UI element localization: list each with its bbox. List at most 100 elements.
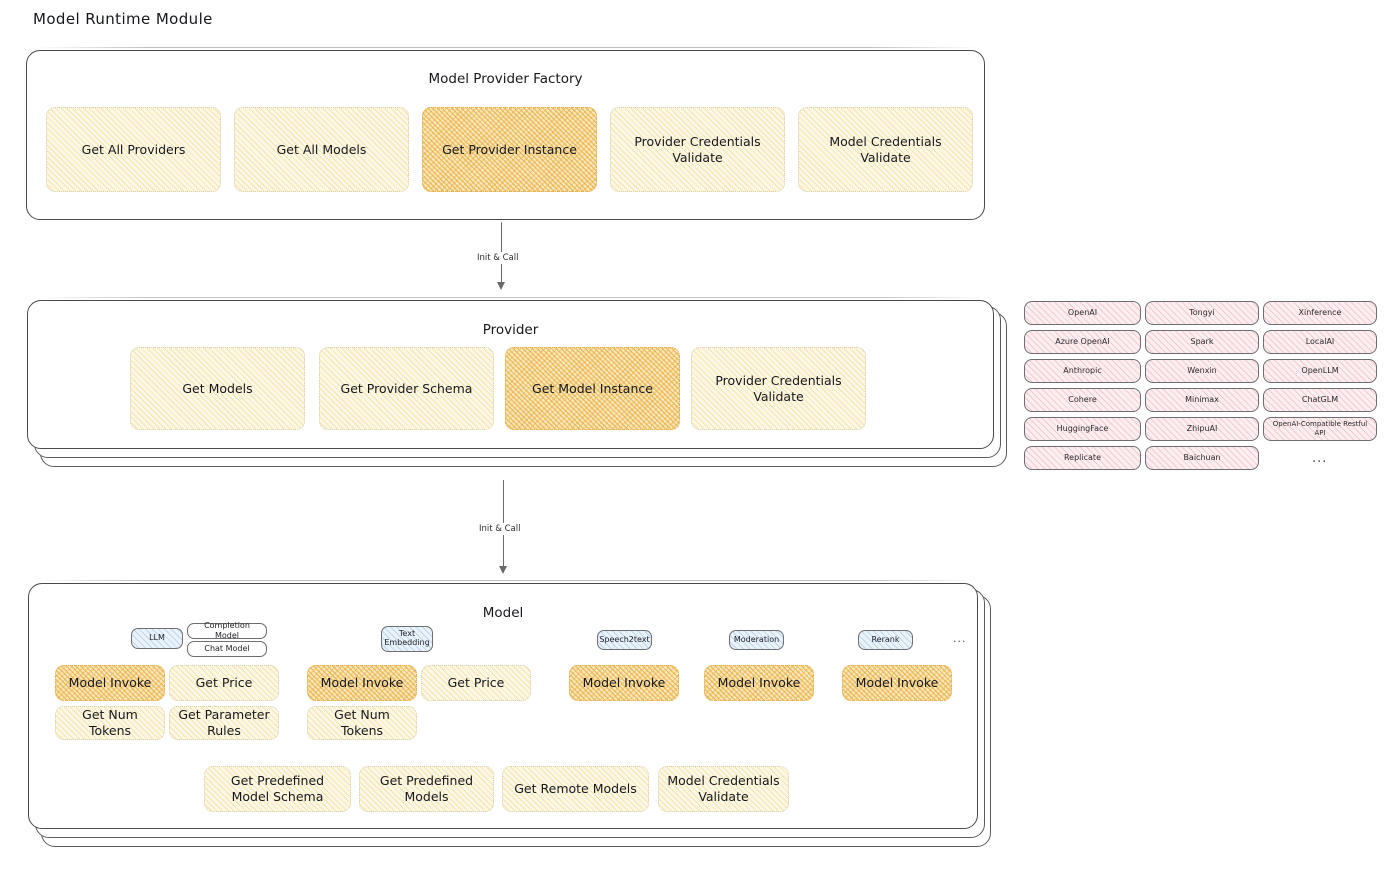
provider-chip-label: Baichuan (1183, 452, 1221, 462)
provider-chip-azure-openai[interactable]: Azure OpenAI (1024, 330, 1141, 354)
provider-method-label: Get Model Instance (532, 380, 653, 396)
text-embedding-method-model-invoke[interactable]: Model Invoke (307, 665, 417, 701)
provider-chip-label: ChatGLM (1301, 394, 1339, 404)
provider-method-provider-credentials-validate[interactable]: Provider Credentials Validate (691, 347, 866, 430)
model-title: Model (482, 605, 524, 621)
provider-chip-wenxin[interactable]: Wenxin (1145, 359, 1259, 383)
provider-chip-anthropic[interactable]: Anthropic (1024, 359, 1141, 383)
text-embedding-method-get-num-tokens[interactable]: Get Num Tokens (307, 706, 417, 740)
provider-method-get-provider-schema[interactable]: Get Provider Schema (319, 347, 494, 430)
llm-method-model-invoke[interactable]: Model Invoke (55, 665, 165, 701)
provider-chip-cohere[interactable]: Cohere (1024, 388, 1141, 412)
factory-method-label: Model Credentials Validate (829, 133, 942, 165)
factory-method-label: Get All Providers (81, 141, 186, 157)
llm-method-label: Get Price (195, 675, 253, 690)
provider-chip-label: OpenLLM (1301, 365, 1339, 375)
factory-method-label: Get Provider Instance (442, 141, 577, 157)
arrow-factory-to-provider-head (497, 282, 505, 290)
factory-method-model-credentials-validate[interactable]: Model Credentials Validate (798, 107, 973, 192)
llm-method-get-num-tokens[interactable]: Get Num Tokens (55, 706, 165, 740)
provider-chip-chatglm[interactable]: ChatGLM (1263, 388, 1377, 412)
provider-method-label: Get Provider Schema (340, 380, 473, 396)
model-subtype-chip-completion-model[interactable]: Completion Model (187, 620, 267, 640)
provider-chip-openllm[interactable]: OpenLLM (1263, 359, 1377, 383)
model-shared-method-get-predefined-model-schema[interactable]: Get Predefined Model Schema (204, 766, 351, 812)
provider-method-label: Provider Credentials Validate (715, 372, 842, 404)
llm-method-get-price[interactable]: Get Price (169, 665, 279, 701)
factory-method-provider-credentials-validate[interactable]: Provider Credentials Validate (610, 107, 785, 192)
provider-chip-baichuan[interactable]: Baichuan (1145, 446, 1259, 470)
provider-chip-label: Xinference (1298, 307, 1342, 317)
provider-chip-localai[interactable]: LocalAI (1263, 330, 1377, 354)
model-types-more-ellipsis: ... (953, 632, 967, 645)
provider-chip-openai[interactable]: OpenAI (1024, 301, 1141, 325)
factory-method-get-provider-instance[interactable]: Get Provider Instance (422, 107, 597, 192)
provider-chip-label: HuggingFace (1056, 423, 1109, 433)
provider-chip-tongyi[interactable]: Tongyi (1145, 301, 1259, 325)
model-shared-method-model-credentials-validate[interactable]: Model Credentials Validate (658, 766, 789, 812)
moderation-method-model-invoke[interactable]: Model Invoke (704, 665, 814, 701)
factory-title: Model Provider Factory (428, 71, 583, 87)
model-shared-method-label: Get Predefined Model Schema (230, 773, 325, 804)
model-subtype-chip-chat-model[interactable]: Chat Model (187, 641, 267, 657)
speech2text-method-label: Model Invoke (582, 675, 666, 690)
factory-method-get-all-providers[interactable]: Get All Providers (46, 107, 221, 192)
text-embedding-method-label: Model Invoke (320, 675, 404, 690)
provider-chip-zhipuai[interactable]: ZhipuAI (1145, 417, 1259, 441)
model-type-chip-llm[interactable]: LLM (131, 628, 183, 649)
provider-list-more-ellipsis: ... (1312, 451, 1328, 466)
provider-chip-spark[interactable]: Spark (1145, 330, 1259, 354)
model-shared-method-get-predefined-models[interactable]: Get Predefined Models (359, 766, 494, 812)
llm-method-label: Get Num Tokens (82, 707, 138, 738)
model-shared-method-label: Model Credentials Validate (667, 773, 780, 804)
provider-chip-label: Anthropic (1063, 365, 1102, 375)
provider-chip-label: Spark (1190, 336, 1214, 346)
factory-method-label: Get All Models (276, 141, 367, 157)
rerank-method-model-invoke[interactable]: Model Invoke (842, 665, 952, 701)
model-subtype-label: Chat Model (204, 643, 250, 653)
provider-chip-label: Minimax (1185, 394, 1219, 404)
provider-method-label: Get Models (182, 380, 253, 396)
text-embedding-method-label: Get Num Tokens (334, 707, 390, 738)
text-embedding-method-get-price[interactable]: Get Price (421, 665, 531, 701)
model-type-label: Text Embedding (384, 629, 430, 647)
model-type-chip-moderation[interactable]: Moderation (729, 630, 784, 650)
provider-chip-huggingface[interactable]: HuggingFace (1024, 417, 1141, 441)
provider-chip-label: OpenAI (1067, 307, 1098, 317)
model-type-chip-rerank[interactable]: Rerank (858, 630, 913, 650)
llm-method-label: Get Parameter Rules (178, 707, 270, 738)
provider-method-get-models[interactable]: Get Models (130, 347, 305, 430)
arrow-factory-to-provider-label: Init & Call (473, 252, 523, 264)
page-title: Model Runtime Module (33, 10, 213, 28)
model-type-label: LLM (149, 633, 165, 643)
model-shared-method-label: Get Remote Models (514, 781, 637, 796)
provider-method-get-model-instance[interactable]: Get Model Instance (505, 347, 680, 430)
provider-chip-openai-compatible-restful-api[interactable]: OpenAI-Compatible Restful API (1263, 417, 1377, 441)
text-embedding-method-label: Get Price (447, 675, 505, 690)
provider-chip-minimax[interactable]: Minimax (1145, 388, 1259, 412)
model-type-chip-speech2text[interactable]: Speech2text (597, 630, 652, 650)
provider-container: Provider Get Models Get Provider Schema … (27, 297, 994, 449)
model-provider-factory-container: Model Provider Factory Get All Providers… (26, 47, 985, 220)
model-type-chip-text-embedding[interactable]: Text Embedding (381, 626, 433, 652)
provider-chip-label: ZhipuAI (1186, 423, 1218, 433)
factory-method-label: Provider Credentials Validate (634, 133, 761, 165)
llm-method-get-parameter-rules[interactable]: Get Parameter Rules (169, 706, 279, 740)
provider-chip-replicate[interactable]: Replicate (1024, 446, 1141, 470)
arrow-provider-to-model-head (499, 566, 507, 574)
model-shared-method-get-remote-models[interactable]: Get Remote Models (502, 766, 649, 812)
speech2text-method-model-invoke[interactable]: Model Invoke (569, 665, 679, 701)
model-shared-method-label: Get Predefined Models (379, 773, 474, 804)
provider-chip-label: Azure OpenAI (1055, 336, 1110, 346)
provider-title: Provider (482, 322, 539, 338)
factory-method-get-all-models[interactable]: Get All Models (234, 107, 409, 192)
model-container: Model LLM Completion Model Chat Model Mo… (28, 580, 978, 829)
arrow-provider-to-model-label: Init & Call (475, 523, 525, 535)
provider-chip-label: Tongyi (1189, 307, 1215, 317)
provider-chip-label: OpenAI-Compatible Restful API (1272, 420, 1368, 437)
provider-chip-label: Wenxin (1187, 365, 1217, 375)
provider-chip-xinference[interactable]: Xinference (1263, 301, 1377, 325)
model-type-label: Rerank (871, 634, 900, 644)
model-subtype-label: Completion Model (204, 620, 250, 640)
model-type-label: Speech2text (599, 634, 650, 644)
